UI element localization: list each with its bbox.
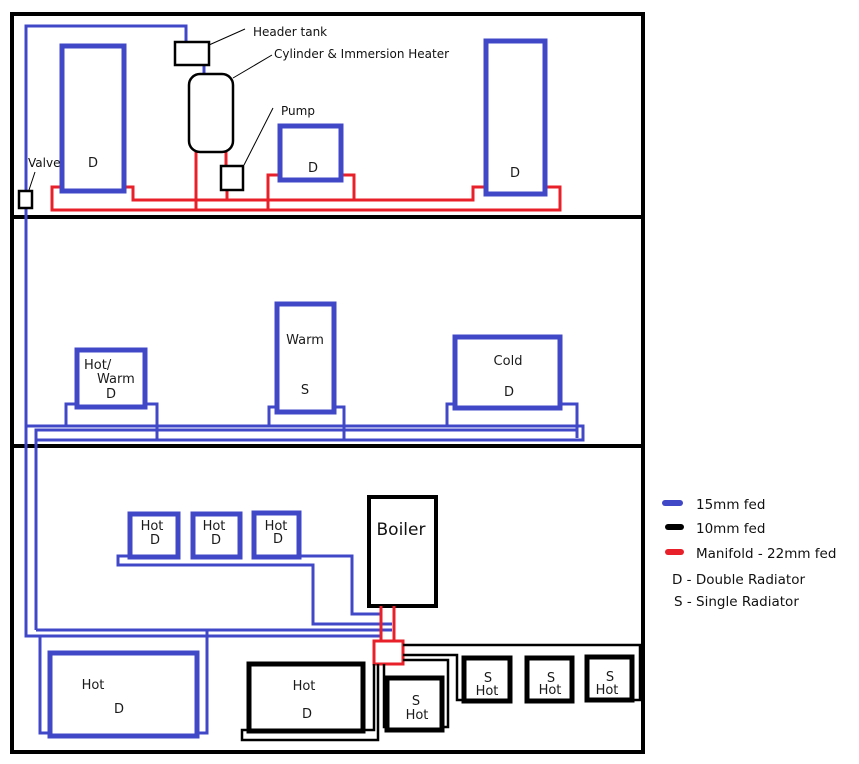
radiator-state-label: Hot/: [84, 358, 112, 373]
radiator-state-label: Hot: [293, 679, 316, 694]
cylinder-label: Cylinder & Immersion Heater: [274, 47, 449, 61]
radiator-ground-large-black: [246, 661, 366, 734]
radiator-top-left: [59, 43, 127, 194]
black-pipe-single-outer: [403, 643, 642, 702]
legend-label-manifold: Manifold - 22mm fed: [696, 546, 836, 562]
black-pipe-large-feed: [363, 664, 376, 732]
radiator-type-label: D: [106, 387, 116, 402]
black-pipe-s-outer: [403, 658, 450, 729]
radiator-state-label: Hot: [539, 683, 562, 698]
radiator-type-label: S: [301, 383, 309, 398]
warm-return: [334, 405, 346, 440]
cylinder-icon: [187, 72, 235, 154]
radiator-state-label: Warm: [97, 372, 135, 387]
radiator-type-label: D: [308, 161, 318, 176]
ground-floor: Hot D Hot D Hot D Hot D Boiler Hot D S H…: [36, 495, 642, 742]
radiator-type-label: D: [88, 156, 98, 171]
blue-feed-pipe-outer: [24, 24, 380, 638]
radiator-type-label: S: [547, 671, 555, 686]
small-radiator-return: [341, 173, 356, 200]
warm-feed: [267, 405, 277, 426]
radiator-ground-large-blue: [47, 650, 200, 739]
radiator-state-label: Cold: [494, 354, 523, 369]
valve-label: Valve: [28, 156, 60, 170]
hotwarm-return: [145, 402, 159, 440]
legend-swatch-10mm: [665, 524, 684, 530]
radiator-type-label: S: [412, 694, 420, 709]
header-tank-label: Header tank: [253, 25, 327, 39]
legend-label-15mm: 15mm fed: [696, 497, 765, 513]
header-tank-icon: [173, 40, 211, 67]
middle-floor: Hot/ Warm D Warm S Cold D: [26, 301, 585, 630]
big-radiator-feed: [38, 634, 50, 735]
radiator-state-label: Warm: [286, 333, 324, 348]
pump-icon: [219, 164, 245, 192]
radiator-type-label: D: [510, 166, 520, 181]
middle-pipe-inner: [34, 428, 579, 630]
radiator-state-label: Hot: [82, 678, 105, 693]
small-radiators-flow: [299, 554, 380, 616]
radiator-ground-single-4: [584, 654, 635, 703]
manifold-loop-lower: [50, 185, 562, 212]
radiator-state-label: Hot: [476, 684, 499, 699]
top-floor: D D D Header tank Cylinder & Immersion H…: [17, 24, 562, 638]
manifold-box: [372, 639, 405, 666]
radiator-state-label: Hot: [406, 708, 429, 723]
house-outline: [10, 12, 645, 754]
cylinder-leader: [232, 54, 273, 79]
big-radiator-return: [197, 630, 209, 735]
pump-label: Pump: [281, 104, 315, 118]
legend-single-radiator: S - Single Radiator: [674, 594, 799, 610]
radiator-ground-small-3: [251, 510, 302, 560]
middle-pipe-outer: [26, 424, 585, 442]
header-tank-leader: [208, 28, 246, 46]
radiator-state-label: Hot: [141, 519, 164, 534]
valve-leader: [28, 171, 36, 191]
legend-swatch-manifold: [665, 549, 684, 555]
legend: 15mm fed 10mm fed Manifold - 22mm fed D …: [662, 497, 836, 610]
manifold-loop-upper: [123, 185, 486, 202]
legend-swatch-15mm: [662, 500, 683, 506]
radiator-cold: [452, 334, 563, 411]
radiator-ground-single-1: [384, 675, 445, 733]
cold-return: [560, 402, 579, 430]
legend-double-radiator: D - Double Radiator: [672, 572, 805, 588]
small-radiators-return: [116, 554, 392, 626]
radiator-type-label: S: [484, 671, 492, 686]
small-radiator-feed: [266, 173, 280, 210]
black-pipe-single-inner: [403, 653, 464, 702]
radiator-ground-small-2: [190, 511, 243, 560]
legend-label-10mm: 10mm fed: [696, 521, 765, 537]
radiator-top-right: [483, 38, 548, 197]
radiator-top-middle: [277, 123, 344, 183]
valve-icon: [17, 189, 34, 210]
radiator-type-label: D: [302, 707, 312, 722]
radiator-hot-warm: [74, 347, 148, 410]
cold-feed: [445, 402, 455, 426]
boiler-label: Boiler: [377, 520, 426, 540]
radiator-ground-single-2: [461, 655, 513, 704]
radiator-type-label: D: [504, 385, 514, 400]
radiator-state-label: Hot: [203, 519, 226, 534]
radiator-type-label: D: [114, 702, 124, 717]
black-pipe-large-return: [240, 664, 380, 742]
radiator-ground-small-1: [127, 511, 181, 560]
radiator-state-label: Hot: [596, 683, 619, 698]
boiler: [367, 495, 438, 608]
radiator-type-label: D: [273, 532, 283, 547]
hotwarm-feed: [64, 402, 77, 426]
radiator-type-label: S: [606, 670, 614, 685]
radiator-type-label: D: [150, 533, 160, 548]
radiator-state-label: Hot: [265, 519, 288, 534]
radiator-ground-single-3: [524, 655, 575, 704]
radiator-warm: [274, 301, 337, 415]
radiator-type-label: D: [211, 533, 221, 548]
pump-leader: [243, 107, 274, 166]
